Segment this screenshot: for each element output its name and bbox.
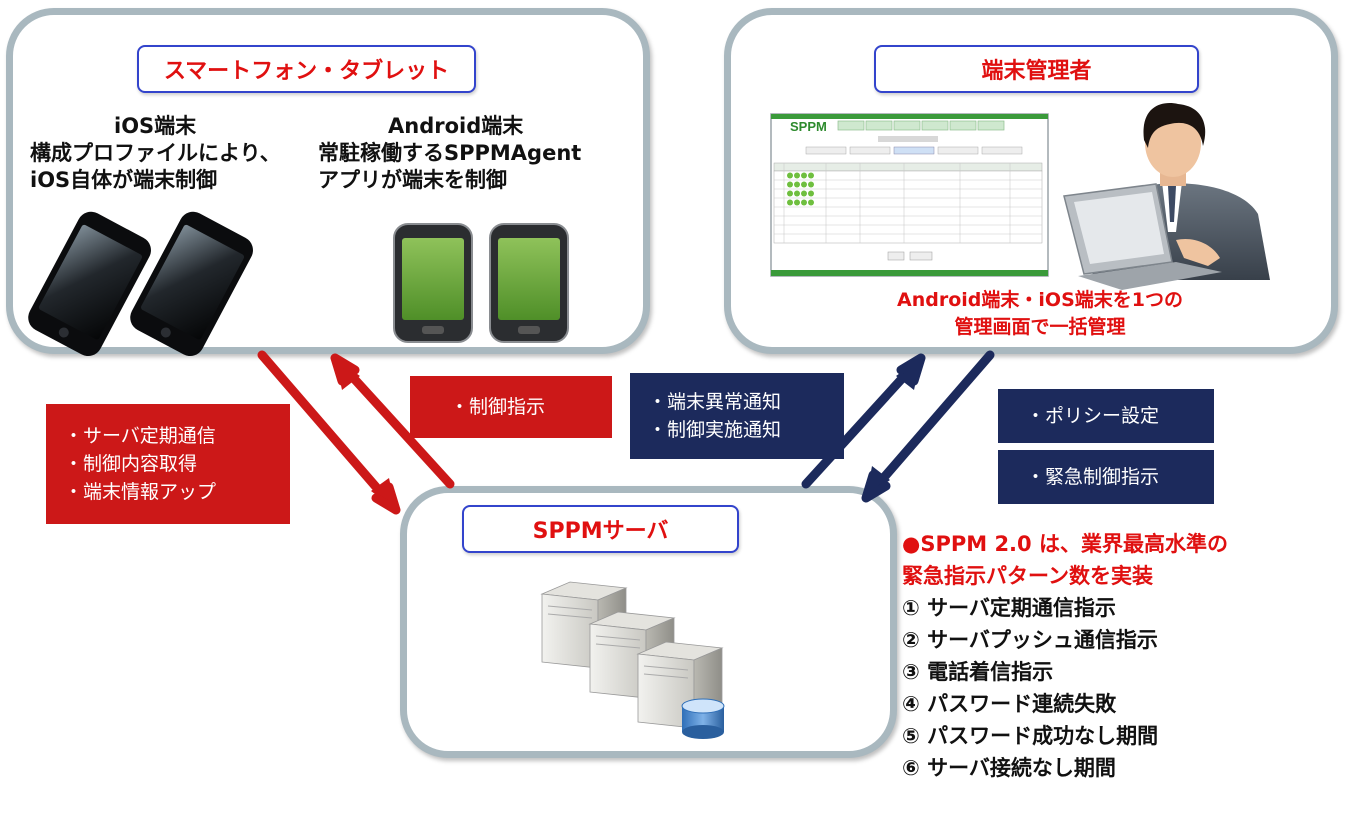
android-phone-icon-1 xyxy=(393,223,473,343)
feature-list: ●SPPM 2.0 は、業界最高水準の 緊急指示パターン数を実装 ① サーバ定期… xyxy=(902,528,1342,784)
label-line: ・端末情報アップ xyxy=(64,481,217,503)
label-line: ・制御実施通知 xyxy=(648,419,782,441)
server-to-admin-arrow xyxy=(801,353,926,489)
feature-item: ⑤ パスワード成功なし期間 xyxy=(902,724,1159,748)
feature-item: ④ パスワード連続失敗 xyxy=(902,692,1117,716)
ios-phone-icon-2 xyxy=(130,211,253,357)
sppm-logo: SPPM xyxy=(790,119,827,134)
server-to-device-arrow xyxy=(330,353,455,489)
policy-setting-label: ・ポリシー設定 xyxy=(998,389,1214,443)
label-line: ・ポリシー設定 xyxy=(1026,405,1160,427)
ios-line2: iOS自体が端末制御 xyxy=(30,168,218,192)
android-heading: Android端末 xyxy=(388,114,524,138)
feature-headline-2: 緊急指示パターン数を実装 xyxy=(902,564,1153,588)
android-phone-icon-2 xyxy=(489,223,569,343)
admin-note: Android端末・iOS端末を1つの 管理画面で一括管理 xyxy=(880,287,1200,341)
admin-title: 端末管理者 xyxy=(874,45,1199,93)
feature-item: ③ 電話着信指示 xyxy=(902,660,1054,684)
label-line: ・緊急制御指示 xyxy=(1026,466,1160,488)
server-stack-icon xyxy=(540,581,724,729)
admin-console-screenshot: SPPM xyxy=(770,113,1049,277)
feature-item: ⑥ サーバ接続なし期間 xyxy=(902,756,1116,780)
label-line: ・サーバ定期通信 xyxy=(64,425,216,447)
admin-note-line2: 管理画面で一括管理 xyxy=(954,316,1126,338)
feature-item: ② サーバプッシュ通信指示 xyxy=(902,628,1158,652)
administrator-person-icon xyxy=(1063,103,1270,290)
android-line2: アプリが端末を制御 xyxy=(318,168,507,192)
devices-title: スマートフォン・タブレット xyxy=(137,45,476,93)
server-title: SPPMサーバ xyxy=(462,505,739,553)
admin-to-server-arrow xyxy=(861,350,995,503)
device-to-server-label: ・サーバ定期通信 ・制御内容取得 ・端末情報アップ xyxy=(46,404,290,524)
android-line1: 常駐稼働するSPPMAgent xyxy=(318,141,582,165)
server-to-admin-label: ・端末異常通知 ・制御実施通知 xyxy=(630,373,844,459)
label-line: ・制御内容取得 xyxy=(64,453,198,475)
label-line: ・端末異常通知 xyxy=(648,391,782,413)
admin-note-line1: Android端末・iOS端末を1つの xyxy=(897,289,1183,311)
ios-line1: 構成プロファイルにより、 xyxy=(30,141,281,165)
ios-phone-icon-1 xyxy=(28,211,151,357)
database-icon xyxy=(681,698,725,739)
ios-heading: iOS端末 xyxy=(114,114,197,138)
feature-item: ① サーバ定期通信指示 xyxy=(902,596,1116,620)
device-to-server-arrow xyxy=(257,350,401,515)
emergency-control-label: ・緊急制御指示 xyxy=(998,450,1214,504)
feature-headline-1: ●SPPM 2.0 は、業界最高水準の xyxy=(902,532,1228,556)
server-to-device-label: ・制御指示 xyxy=(410,376,612,438)
label-line: ・制御指示 xyxy=(450,396,546,418)
